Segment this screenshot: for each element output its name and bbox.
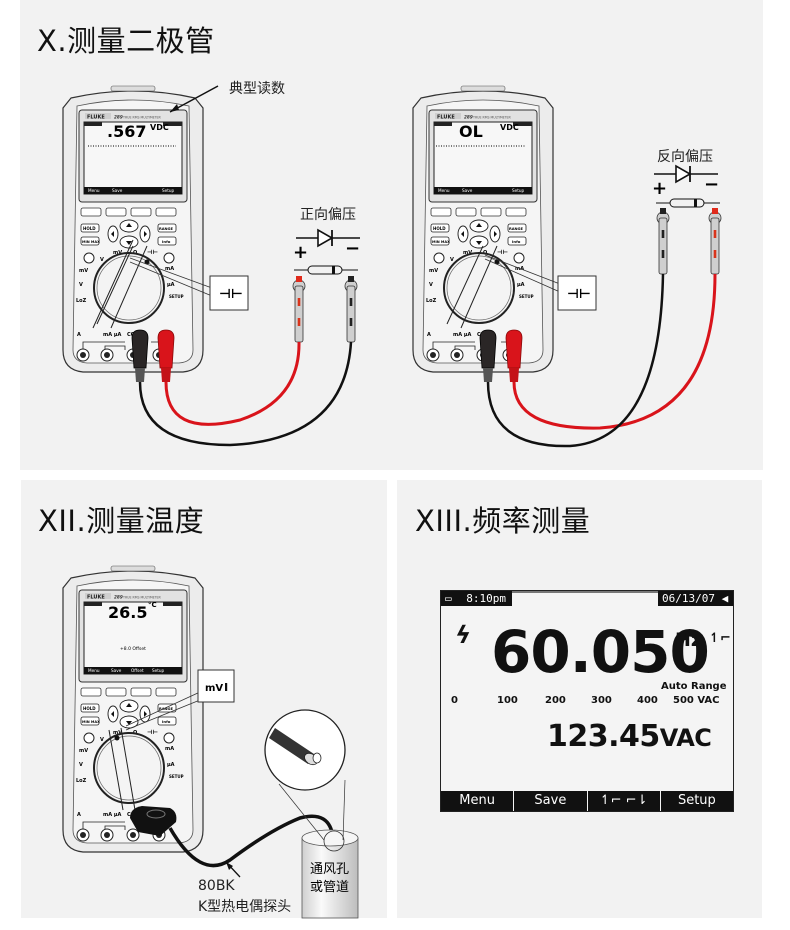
svg-text:−: − (704, 174, 719, 195)
red-lead-wire-2 (512, 273, 717, 430)
scale-label: 0 (451, 695, 458, 706)
mv-thermometer-icon: mV (205, 683, 223, 694)
diode-mode-callout-2 (557, 275, 597, 311)
diode-section-title: X.测量二极管 (37, 24, 215, 58)
temperature-reading: 26.5 (108, 603, 147, 622)
thermocouple-plug (130, 806, 177, 836)
frequency-section-title: XIII.频率测量 (415, 504, 591, 538)
svg-text:+: + (652, 178, 667, 199)
probe-model-label: 80BK (198, 878, 235, 894)
scale-label: 200 (545, 695, 566, 706)
black-lead-wire-2 (486, 273, 665, 448)
temperature-unit: °C (148, 601, 157, 609)
duct-label-line1: 通风孔 (310, 862, 349, 877)
diode-capacitor-icon: ⊣⊢ (219, 287, 243, 302)
lcd-date: 06/13/07 (662, 592, 715, 605)
svg-text:Menu: Menu (88, 188, 100, 193)
diode-component-reverse (655, 198, 721, 208)
lcd-main-reading: 60.050 (491, 618, 710, 686)
forward-softkeys: Menu Save Setup (88, 188, 175, 193)
reverse-reading: OL (459, 122, 483, 141)
lcd-auto-range: Auto Range (661, 681, 727, 692)
lcd-status-right: 06/13/07 ◀ (658, 591, 733, 606)
speaker-icon: ◀ (721, 592, 729, 605)
forward-reading: .567 (107, 122, 146, 141)
svg-text:Setup: Setup (512, 188, 525, 193)
red-lead-wire (164, 341, 301, 426)
temperature-offset: +8.0 Offset (120, 646, 146, 652)
forward-unit: VDC (150, 123, 169, 132)
frequency-lcd-display: ▭ 8:10pm 06/13/07 ◀ ϟ 60.050 Hz ↿⌐ Auto … (440, 590, 734, 812)
svg-text:Offset: Offset (131, 668, 144, 673)
svg-text:Save: Save (111, 668, 122, 673)
rising-edge-icon: ↿⌐ (709, 631, 731, 646)
temperature-mode-callout (197, 669, 235, 703)
red-probe-2 (708, 207, 722, 275)
lcd-main-unit: Hz (675, 629, 702, 651)
softkey-save[interactable]: Save (513, 791, 586, 811)
lcd-time: 8:10pm (466, 592, 506, 605)
probe-desc-label: K型热电偶探头 (198, 899, 292, 915)
svg-text:Menu: Menu (88, 668, 100, 673)
reverse-bias-label: 反向偏压 (657, 149, 713, 165)
probe-tip-magnifier (264, 709, 346, 791)
svg-text:Save: Save (462, 188, 473, 193)
multimeter-forward (62, 85, 204, 373)
temperature-section-title: XII.测量温度 (38, 504, 205, 538)
diode-mode-callout (209, 275, 249, 311)
scale-label: 300 (591, 695, 612, 706)
battery-icon: ▭ (445, 592, 452, 605)
svg-text:Menu: Menu (438, 188, 450, 193)
black-lead-wire (138, 341, 353, 447)
lcd-softkey-bar: Menu Save ↿⌐ ⌐⇂ Setup (441, 791, 733, 811)
softkey-menu[interactable]: Menu (459, 793, 495, 808)
scale-label: 500 VAC (673, 695, 720, 706)
typical-reading-label: 典型读数 (229, 81, 285, 97)
temperature-softkeys: Menu Save Offset Setup (88, 668, 165, 673)
softkey-trigger-edge[interactable]: ↿⌐ ⌐⇂ (586, 791, 660, 811)
diode-component-forward (293, 265, 359, 275)
svg-text:Setup: Setup (162, 188, 175, 193)
svg-text:−: − (345, 238, 360, 259)
duct-label-line2: 或管道 (310, 880, 349, 895)
multimeter-temperature (62, 565, 204, 853)
high-voltage-icon: ϟ (452, 621, 474, 649)
svg-text:Save: Save (112, 188, 123, 193)
softkey-setup[interactable]: Setup (659, 791, 733, 811)
svg-text:Setup: Setup (152, 668, 165, 673)
lcd-status-left: ▭ 8:10pm (441, 591, 512, 606)
lcd-secondary-reading: 123.45VAC (547, 719, 712, 754)
red-probe (292, 275, 306, 343)
forward-bias-label: 正向偏压 (300, 207, 356, 223)
black-probe (344, 275, 358, 343)
black-probe-2 (656, 207, 670, 275)
multimeter-reverse (412, 85, 554, 373)
thermocouple-wire (168, 814, 335, 868)
scale-label: 400 (637, 695, 658, 706)
scale-label: 100 (497, 695, 518, 706)
svg-text:+: + (293, 242, 308, 263)
reverse-unit: VDC (500, 123, 519, 132)
reverse-softkeys: Menu Save Setup (438, 188, 525, 193)
diode-capacitor-icon-2: ⊣⊢ (567, 287, 591, 302)
